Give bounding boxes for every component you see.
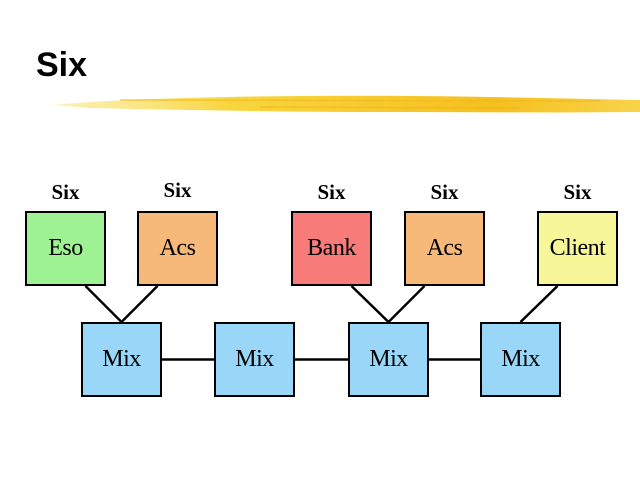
node-client: Client bbox=[537, 211, 618, 286]
caption-eso: Six bbox=[51, 180, 80, 204]
slide-title: Six bbox=[36, 46, 88, 84]
node-bank: Bank bbox=[291, 211, 372, 286]
node-mix-2: Mix bbox=[214, 322, 295, 397]
caption-client: Six bbox=[563, 180, 592, 204]
edge-bank-mix3 bbox=[350, 285, 390, 323]
caption-acs-2: Six bbox=[430, 180, 459, 204]
node-eso: Eso bbox=[25, 211, 106, 286]
edge-eso-mix1 bbox=[84, 285, 123, 323]
node-mix-4: Mix bbox=[480, 322, 561, 397]
node-acs-2: Acs bbox=[404, 211, 485, 286]
edge-acs1-mix1 bbox=[120, 285, 159, 323]
node-mix-3: Mix bbox=[348, 322, 429, 397]
node-mix-1: Mix bbox=[81, 322, 162, 397]
edge-client-mix4 bbox=[519, 285, 559, 323]
caption-acs-1: Six bbox=[163, 178, 192, 202]
caption-bank: Six bbox=[317, 180, 346, 204]
edge-acs2-mix3 bbox=[387, 285, 426, 323]
node-acs-1: Acs bbox=[137, 211, 218, 286]
